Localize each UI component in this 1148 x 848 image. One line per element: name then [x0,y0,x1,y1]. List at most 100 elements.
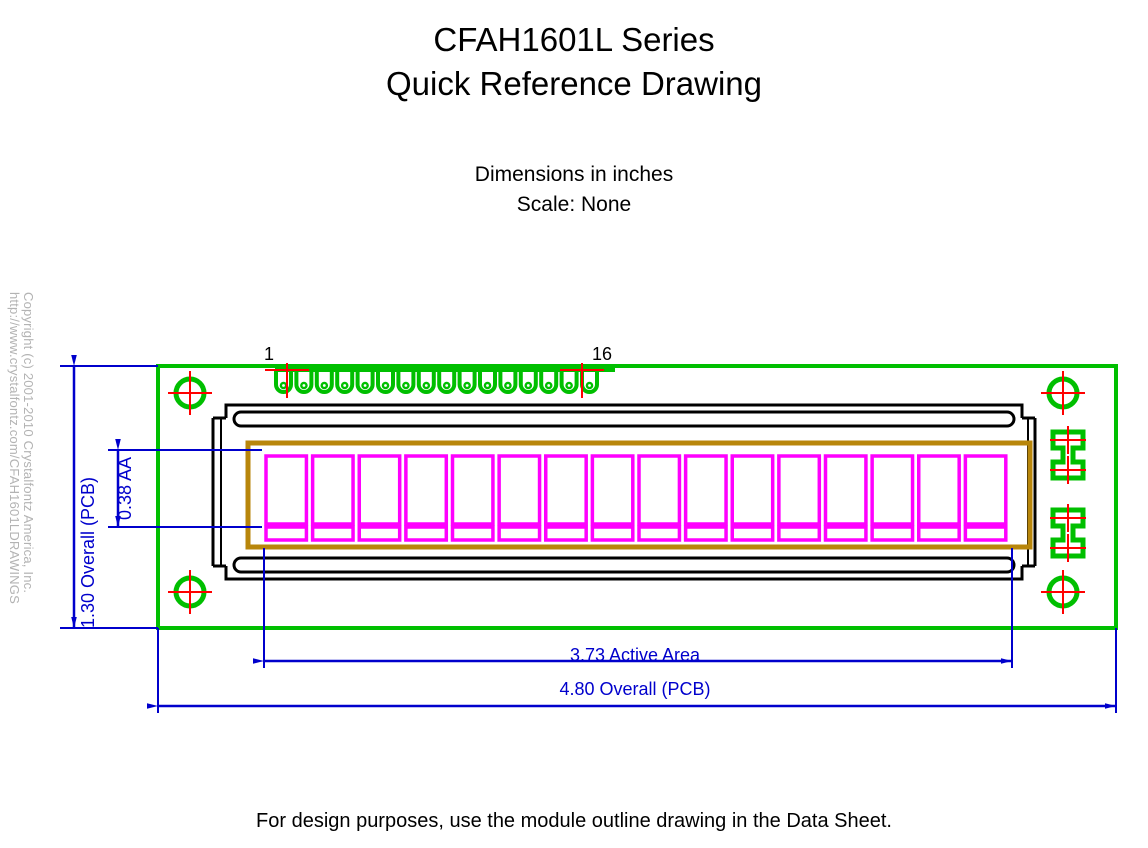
dimension-height-active [108,439,262,528]
character-cell [590,454,635,526]
viewing-area-border [245,440,1033,550]
pin-hole-icon [279,381,288,390]
character-cursor-row [777,525,822,542]
bezel-corner-notches [213,416,1035,568]
character-cell [497,454,542,526]
title-line-2: Quick Reference Drawing [386,65,762,102]
character-cells [264,454,1008,542]
character-cell [404,454,449,526]
pin-hole-icon [524,381,533,390]
character-cursor-row [683,525,728,542]
character-cursor-row [590,525,635,542]
dimension-width-active [253,548,1013,668]
character-cursor-row [264,525,309,542]
pin-pad-icon [376,370,395,394]
drawing-subtitle: Dimensions in inches Scale: None [0,160,1148,220]
pin-pad-icon [355,370,375,394]
character-cursor-row [870,525,915,542]
edge-pad-upper [1050,426,1086,484]
dimension-width-overall [147,628,1117,713]
page-title: CFAH1601L Series Quick Reference Drawing [0,18,1148,106]
character-cursor-row [497,525,542,542]
pin-pad-icon [416,370,436,394]
character-cell [730,454,775,526]
mounting-hole-top-right [1041,371,1085,415]
pin-hole-icon [402,381,410,390]
bezel-rail-bottom [232,556,1016,574]
pin-16-crosshair [560,363,604,398]
pin-pad-icon [294,370,314,394]
bezel-bottom-edge [224,566,1024,581]
pin-hole-icon [544,381,553,390]
mounting-hole-bottom-right [1041,570,1085,614]
character-cell [870,454,915,526]
character-cursor-row [544,525,588,542]
pin-hole-icon [442,381,451,390]
edge-pad-icon [1050,507,1086,559]
dimension-height-overall [60,355,158,629]
dimension-label-height-active: 0.38 AA [115,456,135,520]
character-cursor-row [404,525,449,542]
character-cursor-row [310,525,355,542]
pin-pad-icon [396,370,416,394]
pin-hole-icon [585,381,594,390]
mounting-hole-top-left [168,371,212,415]
pin-hole-icon [300,381,308,390]
pin-hole-icon [320,381,329,390]
pin-pad-icon [498,370,518,394]
pin-pad-icon [274,370,293,394]
character-cell [450,454,495,526]
character-cell [310,454,355,526]
pin-pad-icon [437,370,457,394]
pin-pad-icon [518,370,538,394]
pin-hole-icon [463,381,471,390]
title-line-1: CFAH1601L Series [433,21,715,58]
character-cursor-row [823,525,868,542]
pin-pad-icon [314,370,334,394]
dimension-label-width-active: 3.73 Active Area [569,645,701,665]
character-cell [637,454,682,526]
pin-label-last: 16 [592,344,613,364]
character-cell [963,454,1008,526]
pin-pad-icon [559,370,579,394]
pin-hole-icon [340,381,349,390]
pin-pad-icon [335,370,355,394]
bezel-inner-side-lines [220,418,1029,566]
pin-label-first: 1 [264,344,275,364]
bezel-rail-top [232,410,1016,428]
pin-hole-icon [483,381,492,390]
pin-pad-icon [478,370,497,394]
bezel-top-edge [224,403,1024,418]
mounting-hole-bottom-left [168,570,212,614]
pin-hole-icon [422,381,431,390]
pin-hole-icon [361,381,369,390]
pin-pad-icon [457,370,477,394]
character-cell [823,454,868,526]
pin-hole-icon [504,381,512,390]
character-cell [544,454,588,526]
dimension-label-width-overall: 4.80 Overall (PCB) [559,679,711,699]
pcb-outline [156,364,1118,630]
edge-pad-lower [1050,504,1086,562]
character-cursor-row [730,525,775,542]
character-cell [777,454,822,526]
subtitle-line-2: Scale: None [516,193,632,216]
character-cursor-row [917,525,961,542]
character-cursor-row [637,525,682,542]
character-cursor-row [357,525,402,542]
pin-hole-icon [381,381,390,390]
pin-1-crosshair [265,363,309,398]
pin-hole-icon [565,381,573,390]
edge-pad-icon [1050,429,1086,481]
pin-header-pads [274,370,599,394]
subtitle-line-1: Dimensions in inches [474,163,674,186]
character-cursor-row [450,525,495,542]
character-cell [264,454,309,526]
character-cell [357,454,402,526]
pin-pad-icon [539,370,559,394]
character-cursor-row [963,525,1008,542]
character-cell [917,454,961,526]
dimension-label-height-overall: 1.30 Overall (PCB) [78,476,98,628]
